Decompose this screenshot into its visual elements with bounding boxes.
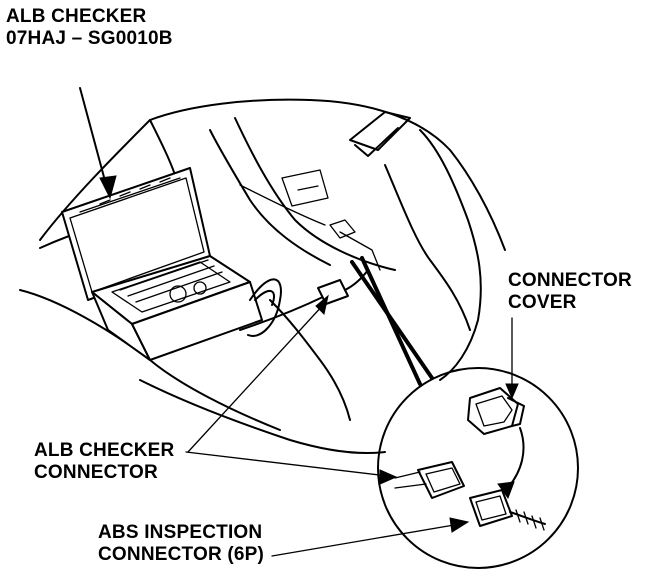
label-alb-checker-line2: 07HAJ – SG0010B bbox=[6, 28, 173, 49]
label-abs-inspection-connector: ABS INSPECTION CONNECTOR (6P) bbox=[98, 522, 264, 566]
leader-lines bbox=[79, 87, 519, 557]
zoom-lines bbox=[350, 256, 434, 386]
label-connector-cover-line1: CONNECTOR bbox=[508, 270, 632, 291]
alb-checker-box bbox=[61, 167, 326, 361]
label-alb-checker-connector-line2: CONNECTOR bbox=[34, 462, 158, 483]
label-abs-inspection-connector-line1: ABS INSPECTION bbox=[98, 522, 263, 543]
label-connector-cover: CONNECTOR COVER bbox=[508, 270, 632, 314]
detail-circle bbox=[377, 367, 579, 569]
label-alb-checker: ALB CHECKER 07HAJ – SG0010B bbox=[6, 6, 173, 50]
label-abs-inspection-connector-line2: CONNECTOR (6P) bbox=[98, 544, 265, 565]
label-alb-checker-connector-line1: ALB CHECKER bbox=[34, 440, 175, 461]
label-alb-checker-line1: ALB CHECKER bbox=[6, 6, 147, 27]
label-connector-cover-line2: COVER bbox=[508, 292, 577, 313]
label-alb-checker-connector: ALB CHECKER CONNECTOR bbox=[34, 440, 174, 484]
